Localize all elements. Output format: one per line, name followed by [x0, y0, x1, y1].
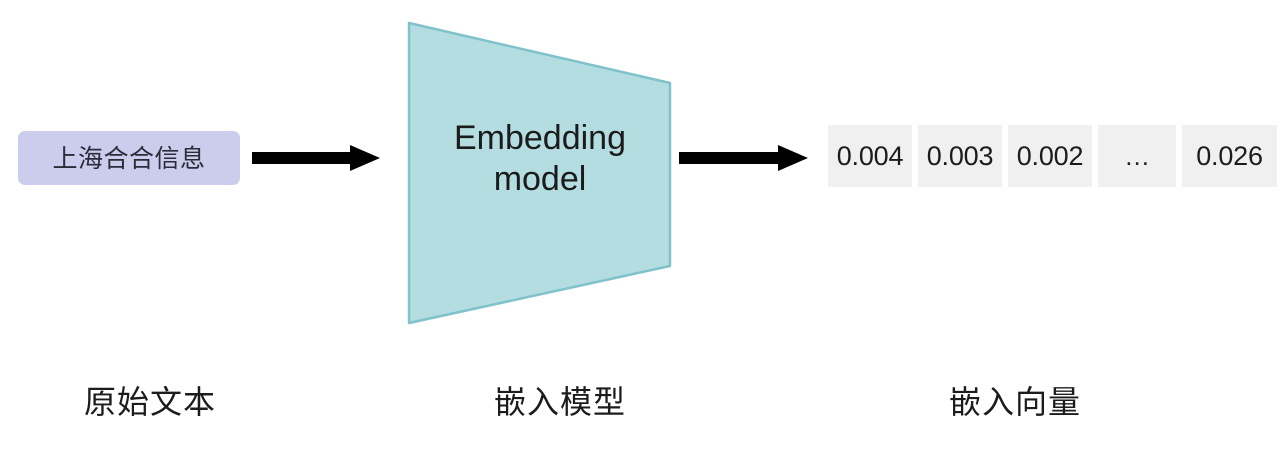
vector-cell: 0.003: [918, 125, 1002, 187]
arrow-model-to-vector-icon: [677, 138, 811, 178]
input-text-label: 上海合合信息: [52, 143, 206, 173]
caption-embedding-vector: 嵌入向量: [948, 383, 1081, 421]
vector-cell-value: 0.026: [1196, 140, 1263, 171]
arrow-input-to-model-icon: [250, 138, 382, 178]
embedding-model-shape: [400, 10, 685, 335]
embedding-vector-cells: 0.004 0.003 0.002 … 0.026: [828, 125, 1277, 187]
vector-cell-value: 0.002: [1016, 140, 1084, 171]
vector-cell: 0.004: [828, 125, 912, 187]
caption-original-text: 原始文本: [83, 383, 216, 421]
caption-embedding-model: 嵌入模型: [493, 383, 626, 421]
vector-cell: 0.002: [1008, 125, 1092, 187]
vector-cell-value: …: [1124, 141, 1150, 171]
vector-cell-ellipsis: …: [1098, 125, 1176, 187]
input-text-chip: 上海合合信息: [18, 131, 240, 185]
vector-cell-value: 0.003: [926, 140, 994, 171]
vector-cell-value: 0.004: [836, 140, 904, 171]
vector-cell: 0.026: [1182, 125, 1277, 187]
